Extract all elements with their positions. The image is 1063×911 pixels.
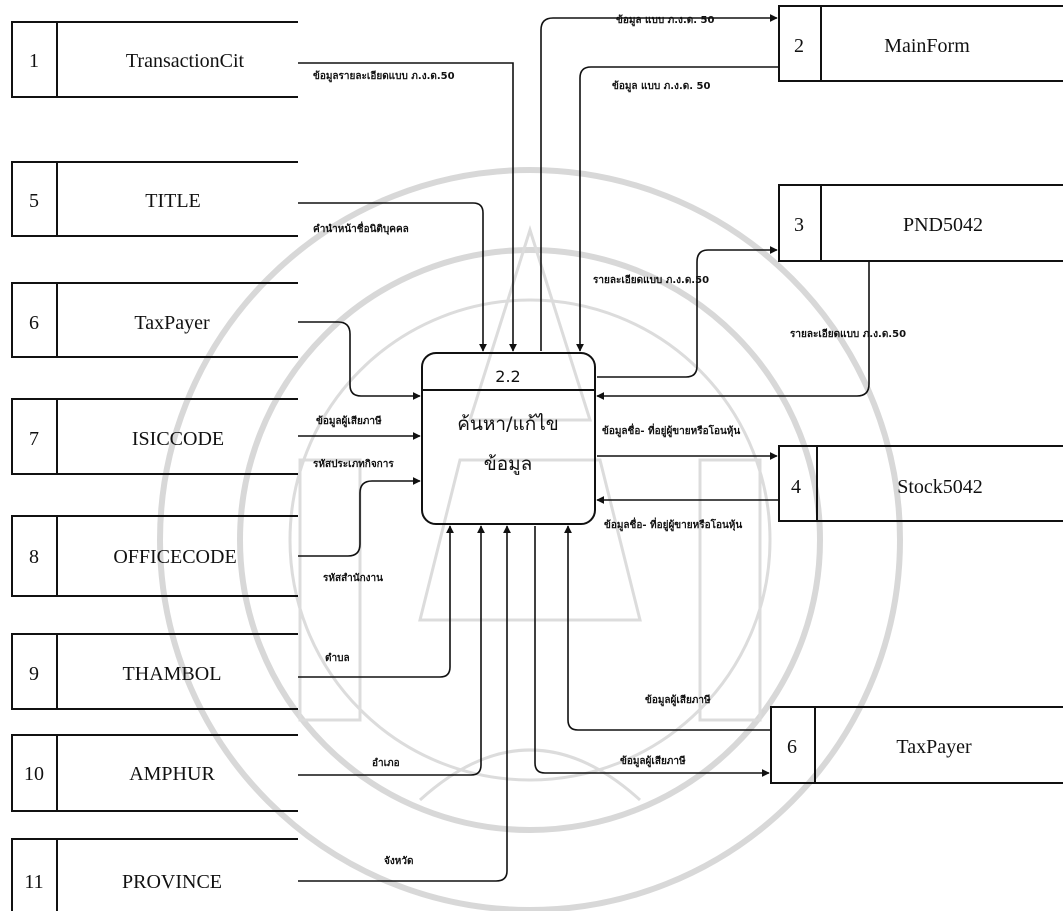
store-officecode: 8 OFFICECODE [11,515,298,597]
flow-label-amphur: อำเภอ [372,757,400,769]
flow-label-province: จังหวัด [384,855,413,867]
store-mainform: 2 MainForm [778,5,1063,82]
flow-label-from-pnd: รายละเอียดแบบ ภ.ง.ด.50 [790,328,906,340]
flow-thambol [298,525,454,678]
flow-office [298,477,421,557]
flow-label-to-mainform: ข้อมูล แบบ ภ.ง.ด. 50 [616,14,714,27]
store-number: 11 [24,871,43,893]
store-name: TransactionCit [126,50,245,72]
store-number: 10 [24,763,44,785]
store-number: 6 [787,736,797,758]
store-title: 5 TITLE [11,161,298,237]
store-name: MainForm [884,35,970,57]
store-taxpayer-right: 6 TaxPayer [770,706,1063,784]
store-number: 4 [791,476,801,498]
flow-label-office: รหัสสำนักงาน [323,572,383,584]
store-number: 1 [29,50,39,72]
process-name-line2: ข้อมูล [484,453,533,475]
flow-label-transaction: ข้อมูลรายละเอียดแบบ ภ.ง.ด.50 [313,70,455,83]
store-taxpayer-left: 6 TaxPayer [11,282,298,358]
flow-label-isic: รหัสประเภทกิจการ [313,458,394,470]
flow-label-taxpayer-right-out: ข้อมูลผู้เสียภาษี [620,755,686,768]
flow-province [298,525,511,882]
flow-label-to-pnd: รายละเอียดแบบ ภ.ง.ด.50 [593,274,709,286]
store-transaction: 1 TransactionCit [11,21,298,98]
process-2-2: 2.2 ค้นหา/แก้ไข ข้อมูล [421,352,596,525]
store-isiccode: 7 ISICCODE [11,398,298,475]
store-number: 2 [794,35,804,57]
flow-from-mainform [576,66,779,352]
flow-taxpayer-left [298,321,421,400]
store-number: 7 [29,428,39,450]
store-province: 11 PROVINCE [11,838,298,911]
flow-transaction [298,62,517,352]
flow-label-taxpayer-left: ข้อมูลผู้เสียภาษี [316,415,382,428]
store-number: 8 [29,546,39,568]
process-name-line1: ค้นหา/แก้ไข [457,413,559,435]
store-name: THAMBOL [123,663,222,685]
flow-title [298,202,487,352]
flow-taxpayer-right-out [534,526,770,777]
flow-label-thambol: ตำบล [325,652,350,664]
store-stock5042: 4 Stock5042 [778,445,1063,522]
flow-to-mainform [540,14,778,351]
store-number: 6 [29,312,39,334]
flow-to-pnd [597,246,778,378]
flow-from-pnd [596,262,870,400]
store-amphur: 10 AMPHUR [11,734,298,812]
store-name: PROVINCE [122,871,222,893]
store-number: 9 [29,663,39,685]
store-number: 3 [794,214,804,236]
flow-label-from-mainform: ข้อมูล แบบ ภ.ง.ด. 50 [612,80,710,93]
flow-taxpayer-right-in [564,525,771,731]
flow-amphur [298,525,485,776]
store-name: TaxPayer [134,312,210,334]
store-name: AMPHUR [129,763,215,785]
store-pnd5042: 3 PND5042 [778,184,1063,262]
university-seal-watermark [157,167,903,911]
flow-label-from-stock: ข้อมูลชื่อ- ที่อยู่ผู้ขายหรือโอนหุ้น [604,517,742,532]
store-name: ISICCODE [132,428,224,450]
process-id: 2.2 [495,367,520,386]
store-name: Stock5042 [897,476,983,498]
store-thambol: 9 THAMBOL [11,633,298,710]
store-name: TITLE [145,190,201,212]
store-number: 5 [29,190,39,212]
flow-label-taxpayer-right-in: ข้อมูลผู้เสียภาษี [645,694,711,707]
flow-label-title: คำนำหน้าชื่อนิติบุคคล [313,221,409,235]
store-name: TaxPayer [896,736,972,758]
store-name: OFFICECODE [113,546,236,568]
store-name: PND5042 [903,214,983,236]
flow-label-to-stock: ข้อมูลชื่อ- ที่อยู่ผู้ขายหรือโอนหุ้น [602,423,740,438]
